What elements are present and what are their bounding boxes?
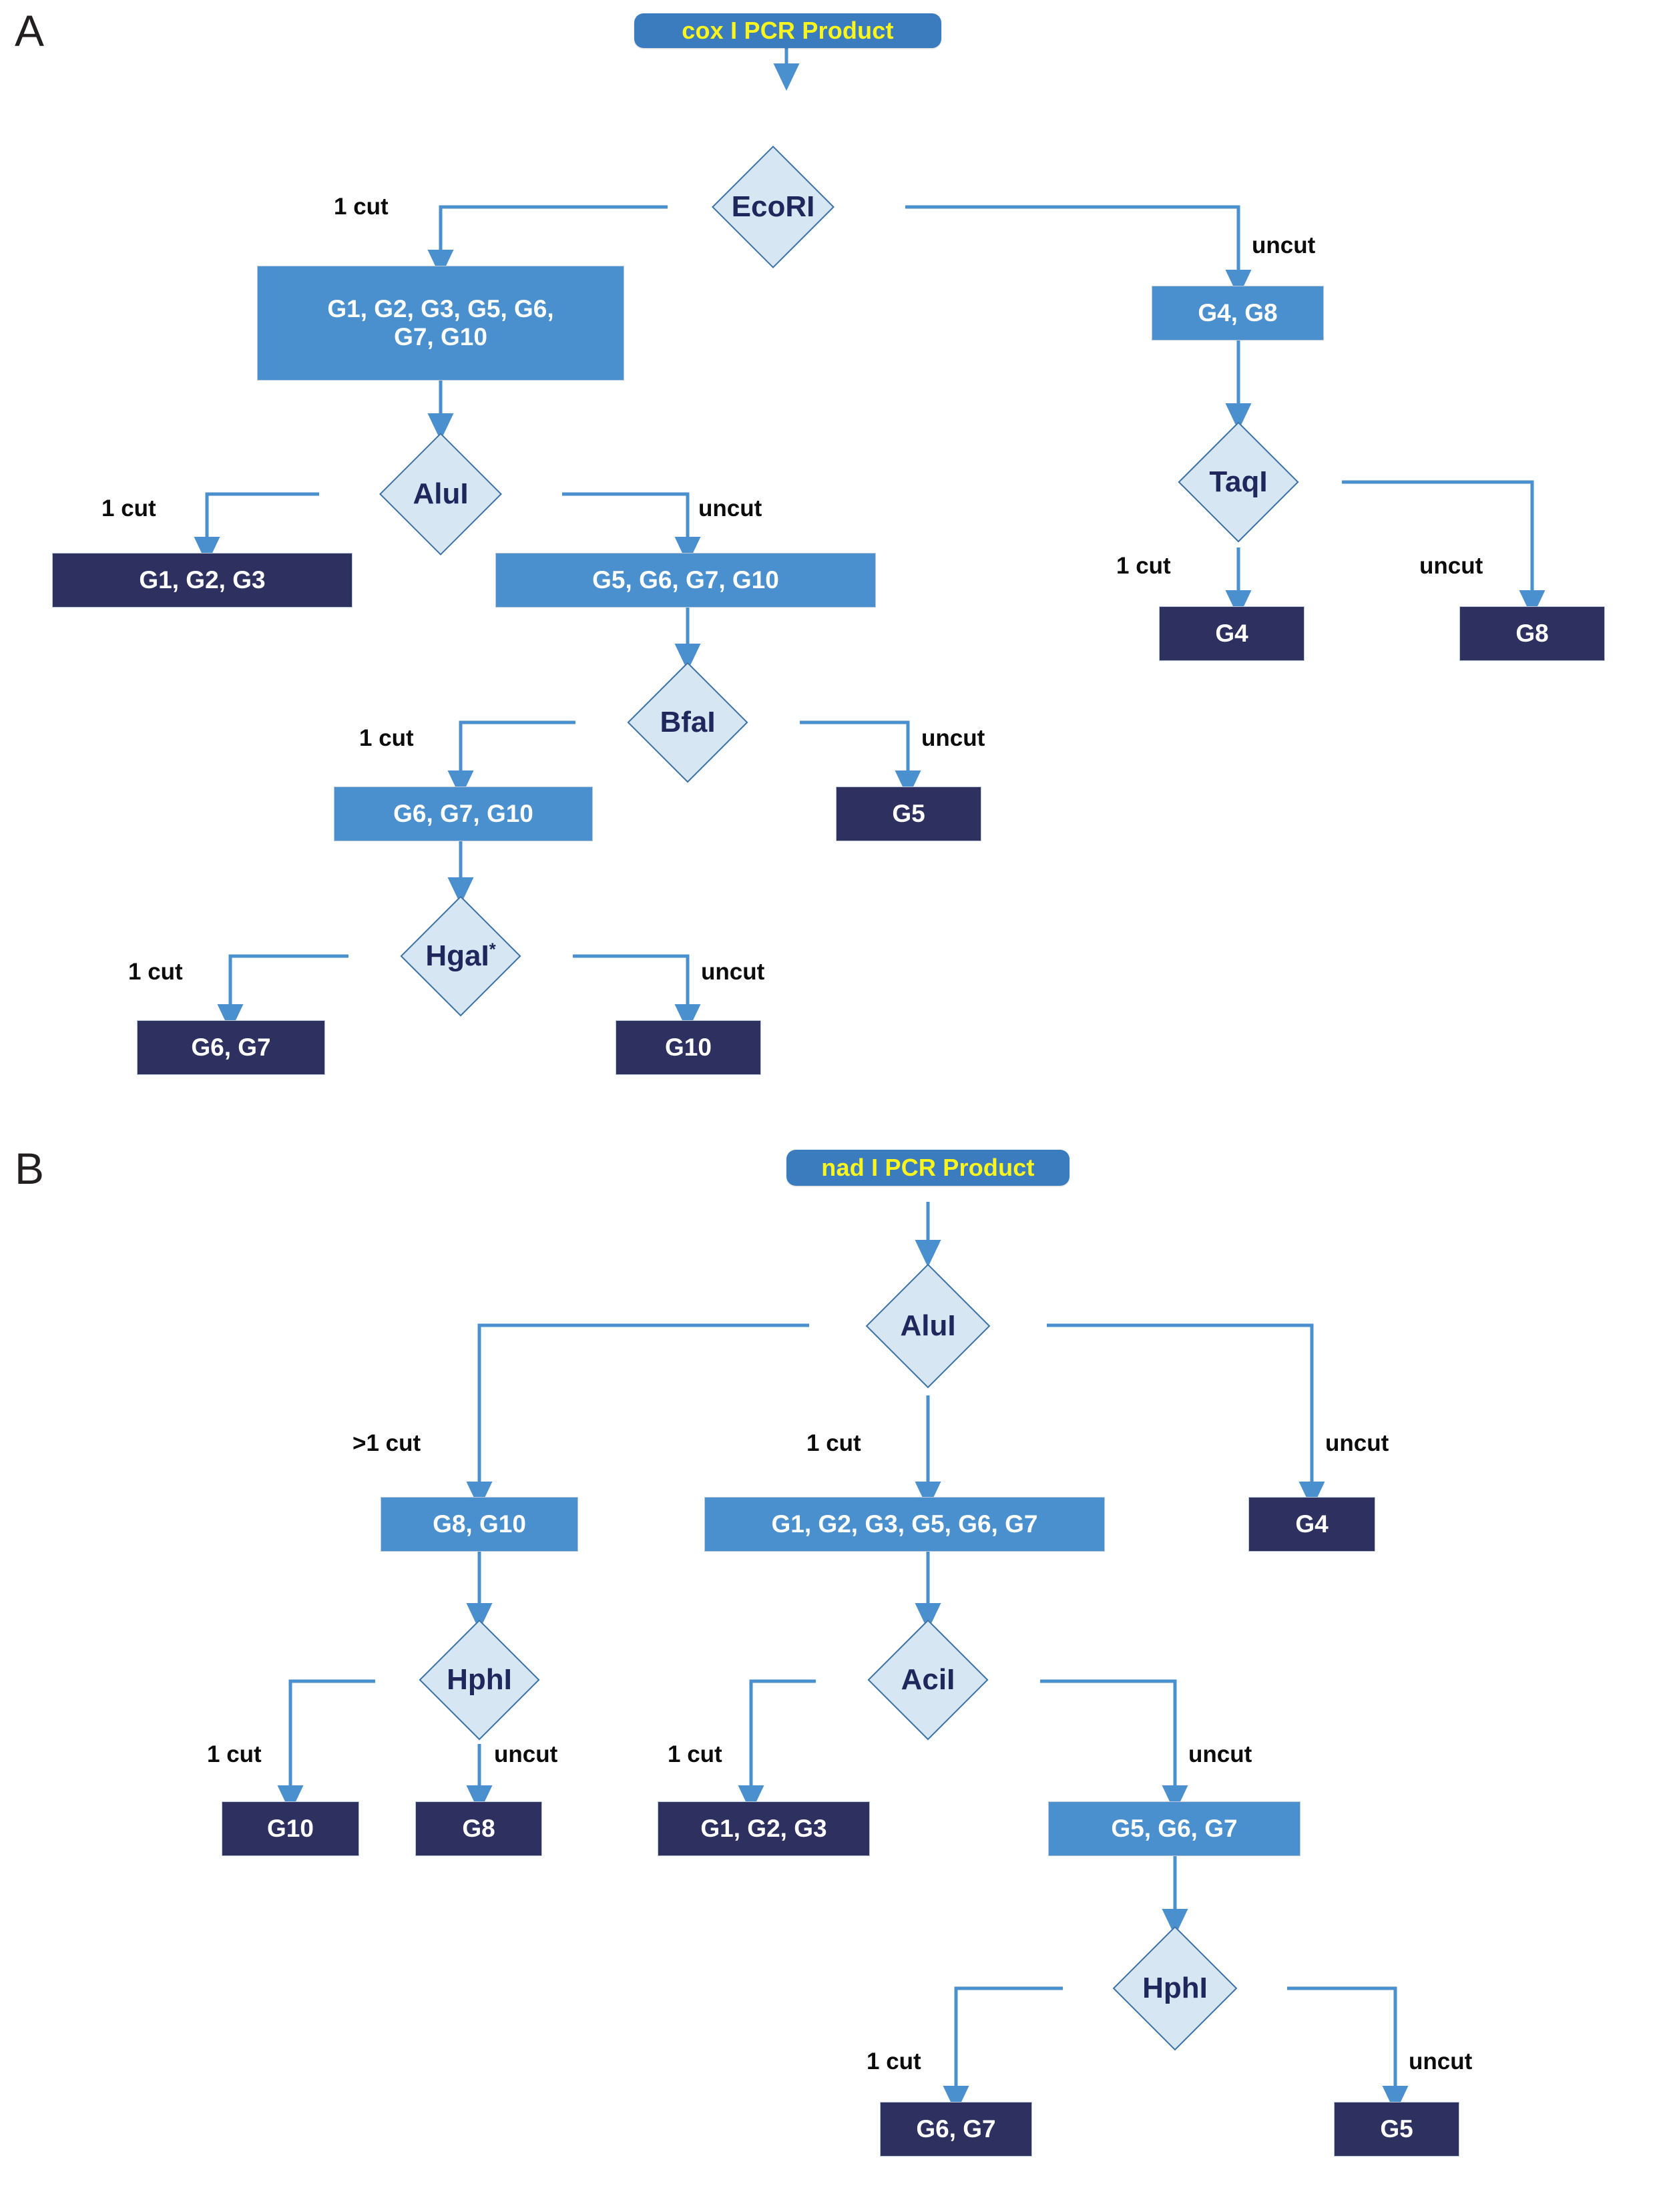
node-alui-uncut-groups: G5, G6, G7, G10: [495, 553, 876, 608]
edge-label-bfai-uncut: uncut: [921, 725, 985, 751]
edge-label-alui-b-uncut: uncut: [1325, 1430, 1389, 1456]
edge-label-hphi-left-1cut: 1 cut: [207, 1741, 262, 1767]
node-label: G10: [665, 1033, 712, 1061]
decision-label: AluI: [413, 477, 469, 510]
node-ecori-cut-groups: G1, G2, G3, G5, G6, G7, G10: [257, 266, 624, 381]
edge-label-hgai-1cut: 1 cut: [128, 959, 183, 985]
node-label: G5: [1380, 2115, 1413, 2143]
edge-label-bfai-1cut: 1 cut: [359, 725, 414, 751]
edge-label-hphi-bottom-1cut: 1 cut: [867, 2048, 921, 2074]
node-label-line2: G7, G10: [394, 323, 487, 351]
decision-label: AluI: [900, 1309, 956, 1342]
node-label: G1, G2, G3, G5, G6, G7: [771, 1510, 1038, 1538]
decision-hphi-bottom: HphI: [1035, 1926, 1315, 2051]
node-hphi-bottom-cut-terminal: G6, G7: [880, 2102, 1032, 2157]
node-alui-b-multicut-groups: G8, G10: [381, 1497, 578, 1552]
edge-label-acii-1cut: 1 cut: [668, 1741, 722, 1767]
node-label: G4: [1295, 1510, 1329, 1538]
edge-label-alui-uncut: uncut: [698, 495, 762, 521]
decision-ecori: EcoRI: [641, 146, 905, 268]
decision-label: HgaI*: [425, 939, 496, 972]
node-label-line1: G1, G2, G3, G5, G6,: [327, 294, 554, 322]
node-label: G6, G7, G10: [393, 799, 533, 827]
node-acii-uncut-groups: G5, G6, G7: [1048, 1801, 1300, 1856]
decision-alui-a: AluI: [292, 433, 589, 556]
edge-label-taqi-uncut: uncut: [1419, 553, 1483, 579]
decision-label: TaqI: [1209, 465, 1268, 498]
decision-label: HphI: [447, 1663, 512, 1696]
node-alui-cut-terminal: G1, G2, G3: [52, 553, 352, 608]
node-label: G6, G7: [191, 1033, 271, 1061]
decision-label: EcoRI: [731, 190, 815, 223]
node-label: G1, G2, G3: [139, 566, 266, 594]
edge-label-taqi-1cut: 1 cut: [1116, 553, 1171, 579]
edge-label-alui-1cut: 1 cut: [101, 495, 156, 521]
panel-letter-a: A: [15, 6, 45, 55]
node-taqi-cut-terminal: G4: [1159, 606, 1304, 661]
edge-label-hphi-left-uncut: uncut: [494, 1741, 558, 1767]
panel-letter-b: B: [15, 1144, 45, 1193]
node-label: G4, G8: [1198, 298, 1278, 326]
decision-acii: AciI: [788, 1619, 1068, 1741]
decision-taqi: TaqI: [1135, 421, 1342, 543]
node-label: G8: [462, 1814, 495, 1842]
decision-bfai: BfaI: [547, 662, 828, 783]
node-hgai-uncut-terminal: G10: [616, 1020, 761, 1075]
node-label: cox I PCR Product: [682, 17, 894, 45]
decision-label: AciI: [901, 1663, 955, 1696]
node-acii-cut-terminal: G1, G2, G3: [658, 1801, 870, 1856]
node-label: G8, G10: [433, 1510, 526, 1538]
node-bfai-cut-groups: G6, G7, G10: [334, 787, 593, 841]
edge-label-alui-b-1cut: 1 cut: [806, 1430, 861, 1456]
node-label: nad I PCR Product: [821, 1154, 1035, 1182]
node-alui-b-uncut-terminal: G4: [1248, 1497, 1375, 1552]
node-label: G5: [892, 799, 925, 827]
node-hphi-left-uncut-terminal: G8: [415, 1801, 542, 1856]
node-label: G6, G7: [916, 2115, 996, 2143]
node-ecori-uncut-groups: G4, G8: [1152, 286, 1324, 341]
node-nadi-pcr-product: nad I PCR Product: [786, 1150, 1070, 1186]
decision-hgai: HgaI*: [322, 895, 600, 1017]
edge-label-ecori-uncut: uncut: [1252, 232, 1316, 258]
node-label: G1, G2, G3: [700, 1814, 827, 1842]
footnote-marker: *: [489, 940, 496, 959]
node-label: G10: [267, 1814, 314, 1842]
edge-label-hphi-bottom-uncut: uncut: [1409, 2048, 1473, 2074]
node-hphi-left-cut-terminal: G10: [222, 1801, 359, 1856]
node-coxi-pcr-product: cox I PCR Product: [634, 13, 941, 48]
node-bfai-uncut-terminal: G5: [836, 787, 981, 841]
decision-alui-b: AluI: [784, 1263, 1072, 1389]
node-label: G5, G6, G7: [1111, 1814, 1238, 1842]
node-label: G5, G6, G7, G10: [592, 566, 779, 594]
edge-label-alui-b-multicut: >1 cut: [352, 1430, 421, 1456]
decision-label: HphI: [1142, 1971, 1208, 2004]
edge-label-acii-uncut: uncut: [1188, 1741, 1252, 1767]
node-hgai-cut-terminal: G6, G7: [137, 1020, 325, 1075]
node-label: G8: [1515, 619, 1549, 647]
decision-hphi-left: HphI: [347, 1619, 612, 1741]
node-hphi-bottom-uncut-terminal: G5: [1334, 2102, 1459, 2157]
node-taqi-uncut-terminal: G8: [1459, 606, 1605, 661]
node-label: G4: [1215, 619, 1248, 647]
decision-label: BfaI: [660, 705, 716, 738]
edge-label-ecori-1cut: 1 cut: [334, 194, 389, 220]
edge-label-hgai-uncut: uncut: [701, 959, 765, 985]
node-alui-b-1cut-groups: G1, G2, G3, G5, G6, G7: [704, 1497, 1105, 1552]
